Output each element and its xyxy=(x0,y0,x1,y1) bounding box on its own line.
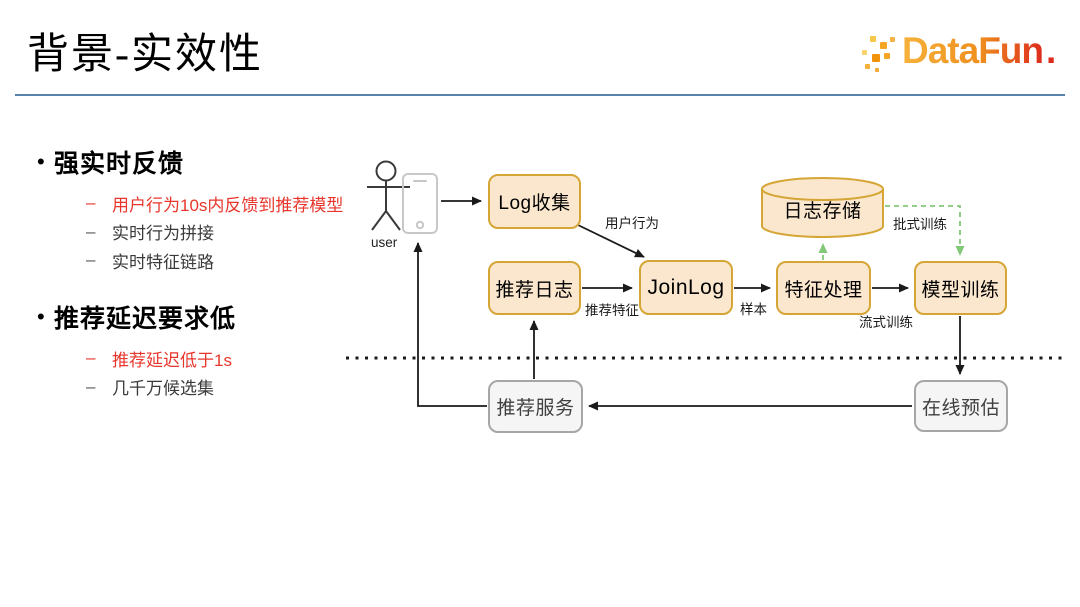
edge-logcollect-to-joinlog xyxy=(577,224,645,258)
dash-marker: – xyxy=(86,376,96,396)
edge-logstore-to-modeltrain xyxy=(885,205,965,256)
bullet-item: – 用户行为10s内反馈到推荐模型 xyxy=(86,189,373,218)
dash-marker: – xyxy=(86,221,96,241)
node-label: 在线预估 xyxy=(921,397,1000,419)
flow-node-join-log: JoinLog xyxy=(639,260,733,315)
dash-marker: – xyxy=(86,250,96,270)
bullet-item-text: 用户行为10s内反馈到推荐模型 xyxy=(112,195,344,215)
bullet-item-text: 推荐延迟低于1s xyxy=(112,350,232,370)
bullet-item: – 推荐延迟低于1s xyxy=(86,344,373,373)
phone-icon xyxy=(402,173,438,234)
node-label: 推荐服务 xyxy=(496,398,575,419)
edge-label-stream-train: 流式训练 xyxy=(859,315,913,330)
page-title: 背景-实效性 xyxy=(27,32,263,78)
bullet-item-text: 几千万候选集 xyxy=(112,379,214,399)
node-label: 推荐日志 xyxy=(495,279,574,301)
bullet-heading: 强实时反馈 xyxy=(54,150,185,178)
edge-label-sample: 样本 xyxy=(740,302,767,317)
flow-node-online-predict: 在线预估 xyxy=(914,380,1008,432)
bullet-item-text: 实时特征链路 xyxy=(112,252,214,272)
user-label: user xyxy=(371,235,398,250)
node-label: 特征处理 xyxy=(784,279,863,301)
node-label: 模型训练 xyxy=(921,279,1000,301)
database-cylinder-shape xyxy=(761,177,884,238)
logo-dot: . xyxy=(1046,30,1057,71)
node-label: 日志存储 xyxy=(783,200,862,222)
bullet-group-low-latency: • 推荐延迟要求低 – 推荐延迟低于1s – 几千万候选集 xyxy=(28,299,373,401)
flow-node-log-store: 日志存储 xyxy=(762,186,883,232)
bullet-item: – 实时行为拼接 xyxy=(86,218,373,247)
bullet-item-text: 实时行为拼接 xyxy=(112,224,214,244)
edge-label-rec-feature: 推荐特征 xyxy=(585,303,639,318)
flow-node-rec-service: 推荐服务 xyxy=(488,380,583,433)
bullet-group-realtime-feedback: • 强实时反馈 – 用户行为10s内反馈到推荐模型 – 实时行为拼接 – 实时特… xyxy=(28,144,373,275)
logo-wordmark: DataFun xyxy=(902,30,1044,71)
node-label: Log收集 xyxy=(498,193,571,214)
edge-label-batch-train: 批式训练 xyxy=(893,217,947,232)
bullet-item: – 实时特征链路 xyxy=(86,246,373,275)
flow-node-model-train: 模型训练 xyxy=(914,261,1007,315)
flow-node-feature-process: 特征处理 xyxy=(776,261,871,315)
dash-marker: – xyxy=(86,348,96,368)
edge-label-user-behavior: 用户行为 xyxy=(605,216,659,231)
bullet-marker: • xyxy=(37,149,45,174)
stick-figure-icon xyxy=(367,160,410,231)
bullet-heading: 推荐延迟要求低 xyxy=(54,305,237,333)
title-divider-line xyxy=(15,94,1065,96)
bullet-item: – 几千万候选集 xyxy=(86,373,373,402)
bullet-marker: • xyxy=(37,304,45,329)
flow-node-rec-log: 推荐日志 xyxy=(488,261,581,315)
cylinder-top-edge xyxy=(761,188,884,201)
flow-node-log-collect: Log收集 xyxy=(488,174,581,229)
logo-pixel-squares-icon xyxy=(860,34,900,78)
dash-marker: – xyxy=(86,193,96,213)
datafun-logo: DataFun . xyxy=(860,28,1060,82)
edge-recservice-to-phone xyxy=(413,242,487,407)
node-label: JoinLog xyxy=(647,275,725,299)
